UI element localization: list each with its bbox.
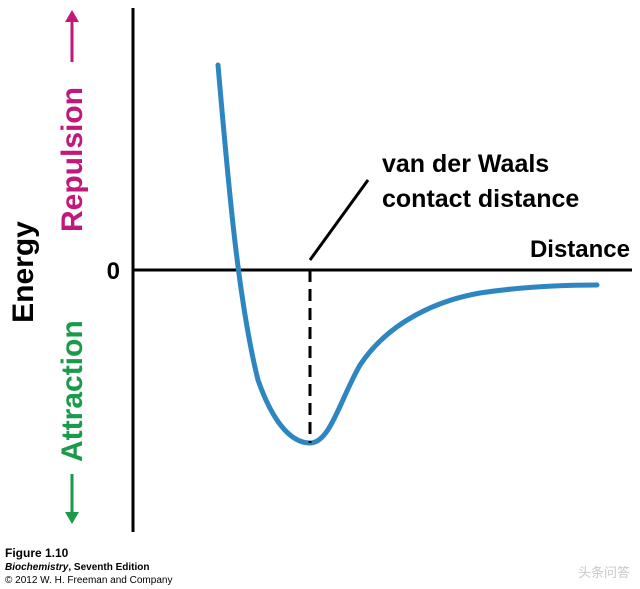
book-reference: Biochemistry, Seventh Edition <box>5 562 149 573</box>
figure-number: Figure 1.10 <box>5 546 69 560</box>
annotation-leader-line <box>308 179 370 261</box>
watermark: 头条问答 <box>577 566 630 581</box>
book-title: Biochemistry <box>5 562 69 573</box>
copyright-text: © 2012 W. H. Freeman and Company <box>5 575 173 586</box>
x-axis-label: Distance <box>530 236 630 263</box>
annotation-line-2: contact distance <box>382 185 579 213</box>
attraction-arrow-icon <box>65 474 79 524</box>
potential-energy-curve <box>215 62 600 446</box>
y-axis-label: Energy <box>7 221 40 323</box>
repulsion-arrow-icon <box>65 10 79 62</box>
zero-label: 0 <box>107 258 120 285</box>
book-edition: , Seventh Edition <box>68 562 150 573</box>
attraction-label: Attraction <box>56 320 89 462</box>
annotation-line-1: van der Waals <box>382 150 549 178</box>
repulsion-label: Repulsion <box>56 87 89 232</box>
